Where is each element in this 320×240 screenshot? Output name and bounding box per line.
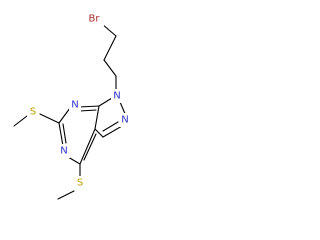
bond-s6-me bbox=[13, 115, 28, 127]
bond-c7a-n7 bbox=[78, 105, 100, 108]
atom-label-n5: N bbox=[60, 146, 67, 157]
atom-label-n2: N bbox=[121, 115, 128, 126]
bond-c4-c4a bbox=[79, 128, 96, 165]
bond-s4-me bbox=[57, 190, 75, 200]
bonds bbox=[13, 23, 127, 200]
molecule-structure: Br N N N N S S bbox=[13, 12, 131, 200]
atom-labels: Br N N N N S S bbox=[27, 12, 131, 190]
atom-label-n7: N bbox=[71, 100, 78, 111]
atom-label-s6: S bbox=[30, 107, 36, 118]
bond-n5-c4 bbox=[67, 156, 81, 165]
bond-c3a-c4a bbox=[94, 128, 104, 138]
bond-c2-c3 bbox=[103, 59, 117, 77]
atom-label-n1: N bbox=[113, 91, 120, 102]
bond-c4a-c7a bbox=[94, 105, 100, 130]
bond-c7a-n1 bbox=[98, 97, 113, 107]
bond-n2-c3a-double bbox=[102, 121, 119, 132]
atom-label-br: Br bbox=[89, 14, 101, 25]
atom-label-s4: S bbox=[77, 178, 83, 189]
bond-c6-n5 bbox=[58, 122, 64, 147]
bond-n7-c6 bbox=[58, 107, 71, 124]
bond-c1-c2 bbox=[103, 35, 117, 61]
bond-c6-n5-double bbox=[62, 123, 67, 144]
bond-c7a-n7-double bbox=[79, 109, 97, 112]
bond-br-c1 bbox=[101, 23, 117, 37]
bond-n2-c3a bbox=[102, 125, 123, 138]
bond-c4-c4a-double bbox=[83, 133, 97, 161]
bond-c6-s6 bbox=[39, 113, 60, 124]
